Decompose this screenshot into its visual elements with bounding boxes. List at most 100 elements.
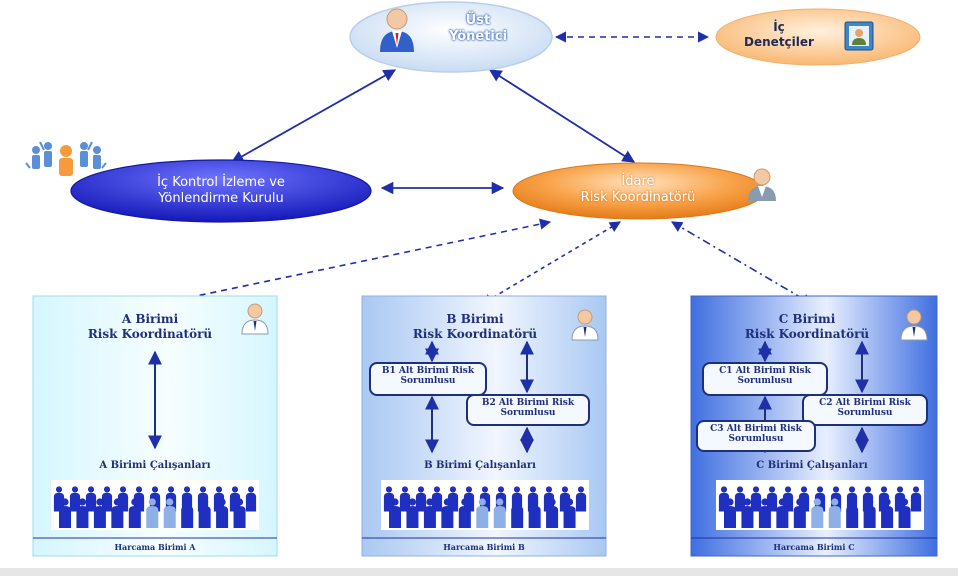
person-silhouette bbox=[758, 498, 771, 528]
crowd-icon bbox=[716, 480, 924, 530]
person-silhouette bbox=[198, 498, 211, 528]
person-silhouette bbox=[511, 498, 524, 528]
committee-line2: Yönlendirme Kurulu bbox=[158, 191, 284, 206]
person-icon bbox=[241, 303, 269, 335]
sub-unit-b2: B2 Alt Birimi Risk Sorumlusu bbox=[466, 394, 590, 426]
connector-coordinator-a bbox=[156, 218, 552, 308]
top-manager-node bbox=[349, 1, 553, 73]
person-silhouette bbox=[741, 498, 754, 528]
person-silhouette bbox=[766, 486, 778, 512]
sub-unit-c3: C3 Alt Birimi Risk Sorumlusu bbox=[696, 420, 816, 452]
connector-coordinator-b bbox=[481, 221, 621, 305]
sub-unit-c2: C2 Alt Birimi Risk Sorumlusu bbox=[802, 394, 928, 426]
person-silhouette bbox=[734, 486, 746, 512]
internal-auditors-line1: İç bbox=[773, 20, 785, 34]
panel-c-workers-label: C Birimi Çalışanları bbox=[756, 460, 868, 471]
manager-icon bbox=[380, 8, 414, 52]
person-silhouette bbox=[59, 498, 71, 528]
internal-auditors-node bbox=[715, 8, 921, 66]
committee-line1: İç Kontrol İzleme ve bbox=[157, 175, 285, 190]
person-silhouette bbox=[111, 498, 124, 528]
person-silhouette bbox=[441, 498, 454, 528]
internal-auditors-line2: Denetçiler bbox=[744, 35, 814, 49]
crowd-icon bbox=[381, 480, 589, 530]
person-silhouette bbox=[863, 498, 876, 528]
crowd-icon bbox=[51, 480, 259, 530]
person-silhouette bbox=[910, 486, 922, 512]
person-silhouette bbox=[216, 498, 229, 528]
person-silhouette bbox=[724, 498, 736, 528]
connector-top-coordinator bbox=[488, 69, 636, 163]
person-silhouette bbox=[415, 486, 427, 512]
bottom-bar bbox=[0, 568, 958, 576]
person-silhouette bbox=[776, 498, 789, 528]
person-icon bbox=[900, 309, 928, 341]
auditor-icon bbox=[844, 21, 874, 51]
risk-coordinator-line2: Risk Koordinatörü bbox=[580, 190, 696, 205]
panel-b-title: B Birimi Risk Koordinatörü bbox=[380, 312, 570, 342]
risk-coordinator-line1: İdare bbox=[621, 174, 655, 189]
person-silhouette bbox=[399, 486, 411, 512]
panel-a-title: A Birimi Risk Koordinatörü bbox=[60, 312, 240, 342]
panel-a-footer: Harcama Birimi A bbox=[114, 542, 196, 552]
risk-coordinator-node bbox=[512, 162, 776, 220]
person-silhouette bbox=[431, 486, 443, 512]
person-silhouette bbox=[493, 498, 506, 528]
top-manager-line2: Yönetici bbox=[448, 29, 508, 44]
panel-b-workers-label: B Birimi Çalışanları bbox=[424, 460, 536, 471]
connector-coordinator-c bbox=[671, 221, 813, 305]
person-silhouette bbox=[163, 498, 176, 528]
person-silhouette bbox=[146, 498, 159, 528]
person-silhouette bbox=[750, 486, 762, 512]
person-silhouette bbox=[233, 498, 246, 528]
top-manager-line1: Üst bbox=[465, 13, 491, 28]
person-silhouette bbox=[181, 498, 194, 528]
person-silhouette bbox=[128, 498, 141, 528]
committee-label: İç Kontrol İzleme ve Yönlendirme Kurulu bbox=[91, 175, 351, 207]
panel-b-footer: Harcama Birimi B bbox=[443, 542, 525, 552]
sub-unit-b1: B1 Alt Birimi Risk Sorumlusu bbox=[369, 362, 487, 396]
person-silhouette bbox=[245, 486, 257, 512]
person-silhouette bbox=[406, 498, 419, 528]
person-silhouette bbox=[563, 498, 576, 528]
person-silhouette bbox=[85, 486, 97, 512]
person-silhouette bbox=[898, 498, 911, 528]
connector-top-committee bbox=[230, 69, 397, 163]
committee-node bbox=[70, 159, 372, 223]
panel-c-title-line1: C Birimi bbox=[778, 312, 836, 326]
sub-unit-c1: C1 Alt Birimi Risk Sorumlusu bbox=[702, 362, 828, 396]
team-icon bbox=[25, 141, 107, 176]
person-silhouette bbox=[793, 498, 806, 528]
person-silhouette bbox=[389, 498, 401, 528]
person-icon bbox=[748, 168, 776, 201]
panel-c-footer: Harcama Birimi C bbox=[773, 542, 855, 552]
person-silhouette bbox=[69, 486, 81, 512]
person-silhouette bbox=[575, 486, 587, 512]
person-silhouette bbox=[528, 498, 541, 528]
internal-auditors-label: İç Denetçiler bbox=[724, 20, 834, 50]
crowd-silhouettes bbox=[383, 486, 587, 528]
panel-b-title-line1: B Birimi bbox=[446, 312, 504, 326]
person-silhouette bbox=[881, 498, 894, 528]
panel-c-title: C Birimi Risk Koordinatörü bbox=[712, 312, 902, 342]
person-silhouette bbox=[811, 498, 824, 528]
panel-b-title-line2: Risk Koordinatörü bbox=[412, 327, 538, 341]
person-silhouette bbox=[101, 486, 113, 512]
panel-a-title-line2: Risk Koordinatörü bbox=[87, 327, 213, 341]
person-silhouette bbox=[423, 498, 436, 528]
person-silhouette bbox=[828, 498, 841, 528]
crowd-silhouettes bbox=[53, 486, 257, 528]
person-silhouette bbox=[546, 498, 559, 528]
person-silhouette bbox=[846, 498, 859, 528]
crowd-silhouettes bbox=[718, 486, 922, 528]
risk-coordinator-label: İdare Risk Koordinatörü bbox=[540, 174, 736, 206]
panel-a-title-line1: A Birimi bbox=[121, 312, 179, 326]
connectors bbox=[156, 31, 813, 308]
person-silhouette bbox=[76, 498, 89, 528]
top-manager-label: Üst Yönetici bbox=[423, 13, 533, 45]
panel-a-workers-label: A Birimi Çalışanları bbox=[99, 460, 211, 471]
person-silhouette bbox=[93, 498, 106, 528]
person-icon bbox=[571, 309, 599, 341]
panel-c-title-line2: Risk Koordinatörü bbox=[744, 327, 870, 341]
person-silhouette bbox=[476, 498, 489, 528]
